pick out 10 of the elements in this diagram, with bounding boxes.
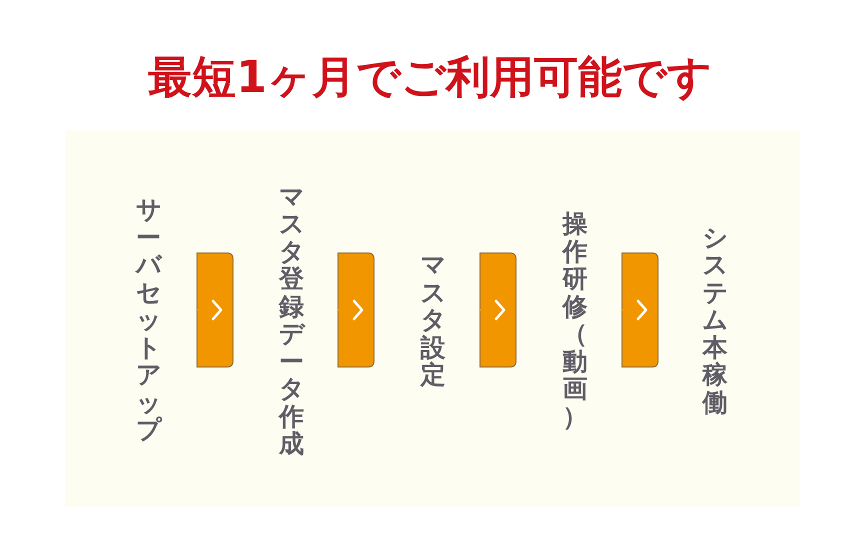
step-label: 操作研修（動画） [562,210,588,430]
step-label: システム本稼働 [702,224,728,416]
step-label: マスタ設定 [420,251,446,389]
title: 最短1ヶ月でご利用可能です [148,51,712,105]
chevron-arrow [622,252,658,368]
step-label: マスタ登録データ作成 [279,182,304,458]
chevron-arrow [196,252,234,368]
chevron-arrow [480,252,516,368]
chevron-arrow [338,252,374,368]
step-label: サーバセットアップ [136,196,161,444]
